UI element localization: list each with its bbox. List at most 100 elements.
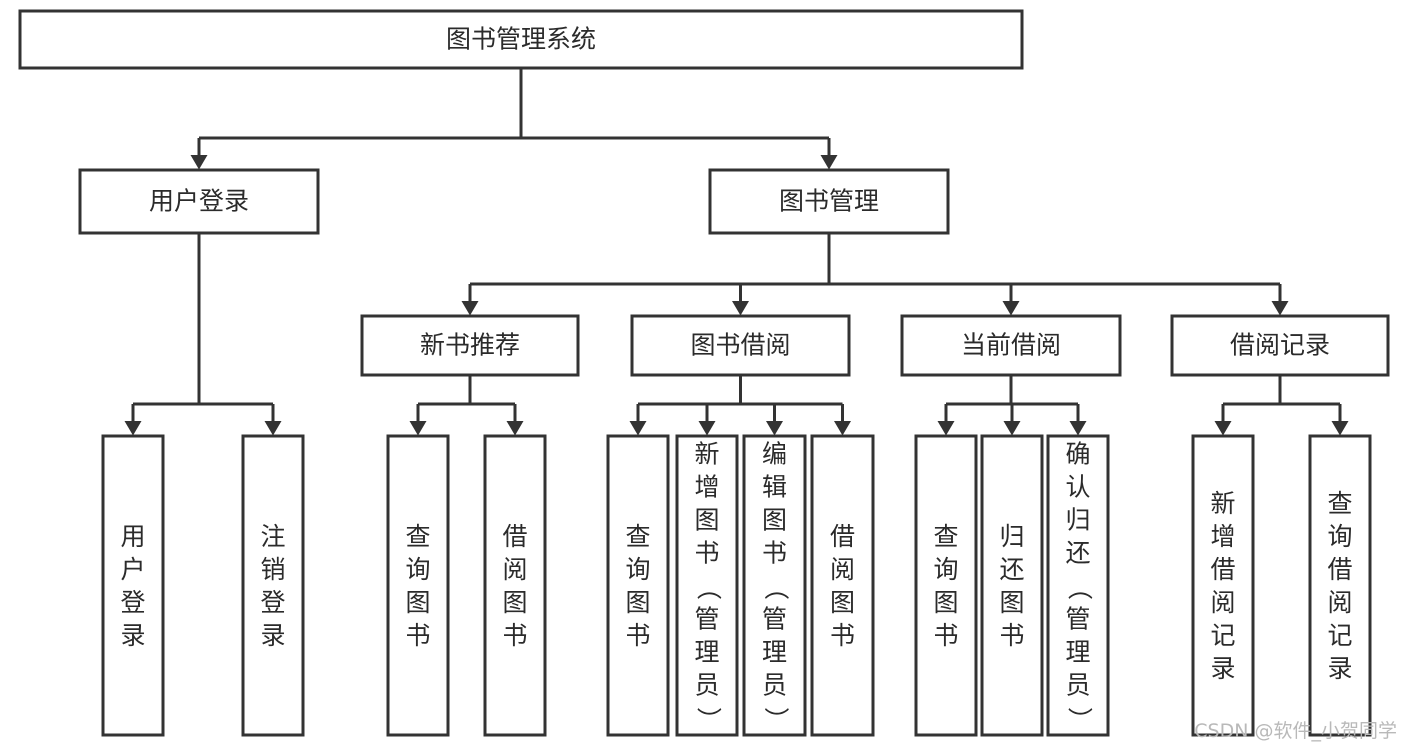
node-label-char: 认: [1065, 473, 1090, 502]
node-label-char: 阅: [1327, 588, 1352, 617]
arrow-head-leaf-borrow-edit: [766, 421, 783, 436]
node-label-char: 书: [762, 539, 787, 568]
node-box-leaf-rec-search: [1308, 434, 1372, 737]
node-label-user-login: 用户登录: [149, 187, 249, 216]
node-box-book-manage: [708, 168, 950, 235]
node-label-char: 书: [625, 621, 650, 650]
node-book-borrow[interactable]: 图书借阅: [630, 314, 851, 377]
arrow-head-book-borrow: [732, 301, 749, 316]
node-label-char: 记: [1327, 621, 1352, 650]
arrow-head-leaf-rec-query: [409, 421, 427, 436]
arrow-head-leaf-cur-query: [937, 421, 955, 436]
node-box-leaf-borrow-add: [675, 434, 739, 737]
node-leaf-user-login[interactable]: 用户登录: [101, 434, 165, 737]
node-label-char: 图: [502, 588, 527, 617]
node-box-leaf-user-logout: [241, 434, 305, 737]
node-label-char: 书: [830, 621, 855, 650]
node-box-leaf-rec-add: [1191, 434, 1255, 737]
node-label-char: 还: [999, 555, 1024, 584]
arrow-head-leaf-borrow-do: [834, 421, 851, 436]
arrow-head-leaf-cur-return: [1003, 421, 1021, 436]
node-label-leaf-user-login: 用户登录: [120, 522, 145, 650]
node-root[interactable]: 图书管理系统: [18, 9, 1024, 70]
node-label-char: 查: [405, 522, 430, 551]
node-new-book-rec[interactable]: 新书推荐: [360, 314, 580, 377]
node-label-char: （: [762, 575, 791, 600]
node-label-borrow-record: 借阅记录: [1230, 331, 1330, 360]
node-box-new-book-rec: [360, 314, 580, 377]
node-label-char: 书: [502, 621, 527, 650]
node-box-borrow-record: [1170, 314, 1390, 377]
arrow-head-book-manage: [820, 155, 838, 170]
node-label-char: 员: [1065, 671, 1090, 700]
node-label-char: （: [694, 575, 723, 600]
node-label-char: 图: [625, 588, 650, 617]
node-label-char: 阅: [1210, 588, 1235, 617]
arrow-head-new-book-rec: [461, 301, 479, 316]
node-label-char: 员: [694, 671, 719, 700]
node-label-char: 查: [933, 522, 958, 551]
node-label-char: 销: [260, 555, 285, 584]
node-label-char: 询: [625, 555, 650, 584]
node-label-char: 图: [762, 506, 787, 535]
node-box-leaf-rec-query: [386, 434, 450, 737]
node-box-leaf-rec-borrow: [483, 434, 547, 737]
node-label-root: 图书管理系统: [446, 25, 596, 54]
node-label-char: 编: [762, 440, 787, 469]
arrow-head-leaf-user-login: [124, 421, 142, 436]
node-label-char: 借: [1210, 555, 1235, 584]
arrow-head-borrow-record: [1271, 301, 1289, 316]
node-label-char: 录: [1327, 654, 1352, 683]
node-label-char: ）: [762, 707, 791, 732]
node-label-char: 书: [405, 621, 430, 650]
node-label-current-borrow: 当前借阅: [961, 331, 1061, 360]
arrow-head-leaf-borrow-add: [698, 421, 716, 436]
node-label-char: 图: [933, 588, 958, 617]
node-label-char: 理: [694, 638, 719, 667]
arrow-head-leaf-user-logout: [264, 421, 282, 436]
node-box-book-borrow: [630, 314, 851, 377]
node-label-char: ）: [694, 707, 723, 732]
node-label-char: 录: [120, 621, 145, 650]
node-box-leaf-borrow-do: [810, 434, 875, 737]
node-label-char: 书: [694, 539, 719, 568]
node-label-char: 借: [502, 522, 527, 551]
arrow-head-leaf-rec-search: [1331, 421, 1349, 436]
node-current-borrow[interactable]: 当前借阅: [900, 314, 1122, 377]
edge-layer: [124, 68, 1349, 436]
node-box-leaf-borrow-edit: [742, 434, 807, 737]
arrow-head-user-login: [190, 155, 208, 170]
arrow-head-leaf-borrow-query: [629, 421, 647, 436]
node-label-char: 管: [762, 605, 787, 634]
node-label-char: 归: [999, 522, 1024, 551]
node-user-login[interactable]: 用户登录: [78, 168, 320, 235]
node-label-book-manage: 图书管理: [779, 187, 879, 216]
node-borrow-record[interactable]: 借阅记录: [1170, 314, 1390, 377]
node-box-current-borrow: [900, 314, 1122, 377]
node-label-char: 确: [1065, 440, 1090, 469]
node-label-char: 记: [1210, 621, 1235, 650]
node-book-manage[interactable]: 图书管理: [708, 168, 950, 235]
node-label-new-book-rec: 新书推荐: [420, 331, 520, 360]
